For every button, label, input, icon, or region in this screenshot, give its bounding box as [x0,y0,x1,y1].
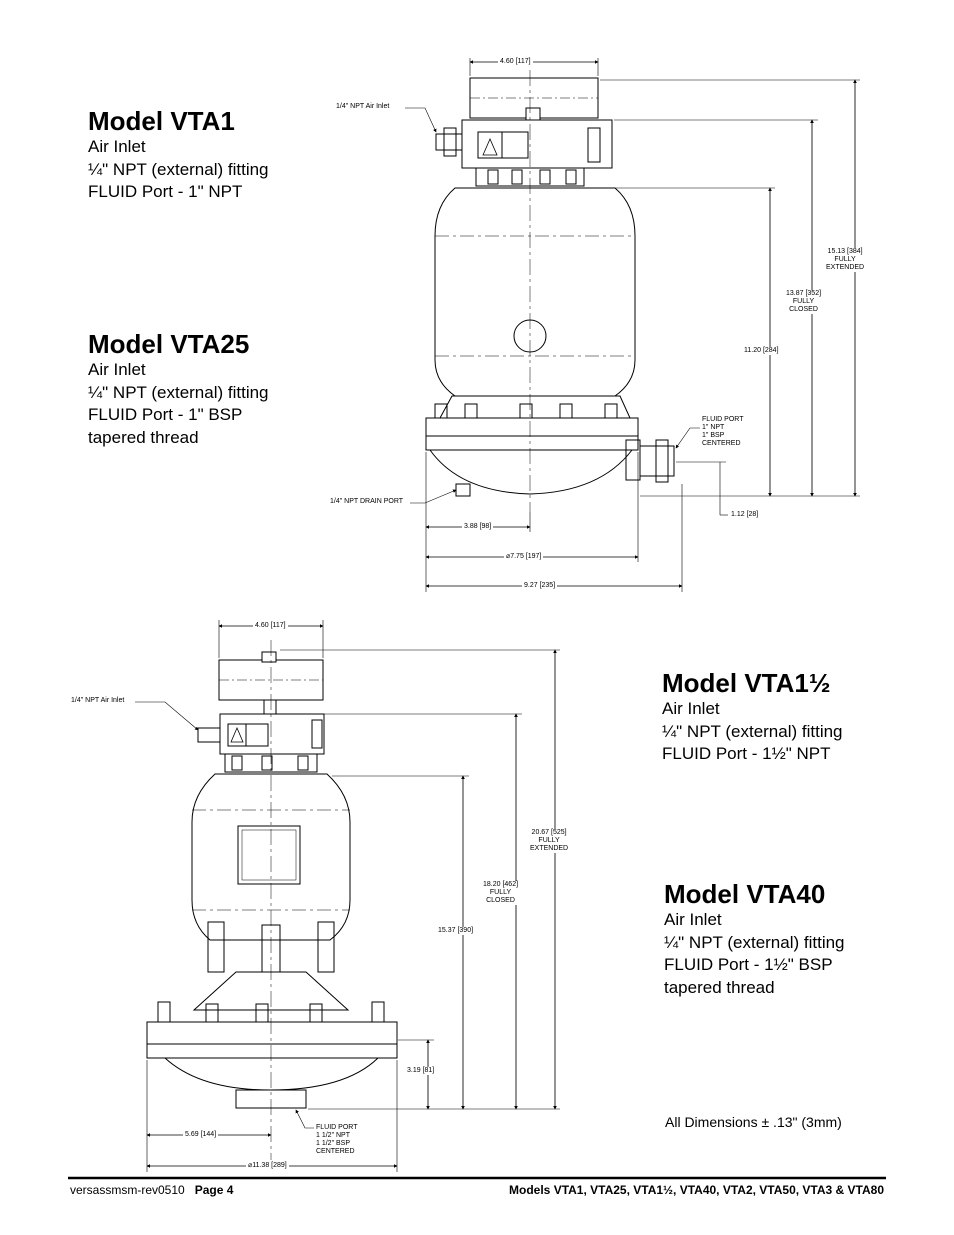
bottom-air-inlet-label: 1/4" NPT Air Inlet [71,697,125,704]
top-fully-extended-line-3: EXTENDED [826,264,865,271]
model-vta25-block: Model VTA25 Air Inlet ¼" NPT (external) … [88,329,269,449]
model-vta25-line-1: Air Inlet [88,360,146,379]
model-vta1-5-block: Model VTA1½ Air Inlet ¼" NPT (external) … [662,668,843,766]
top-fully-closed-line-2: FULLY [792,298,815,305]
top-air-inlet-label: 1/4" NPT Air Inlet [336,103,390,110]
footer-doc-id: versassmsm-rev0510 [70,1183,185,1197]
top-fully-extended-value: 15.13 [384] [827,248,863,255]
model-vta40-line-4: tapered thread [664,977,775,997]
top-fully-closed-label: 13.87 [352] FULLY CLOSED [786,290,822,314]
bottom-fully-closed-label: 18.20 [462] FULLY CLOSED [483,881,519,905]
model-vta25-title: Model VTA25 [88,329,250,359]
bottom-fully-extended-value: 20.67 [525] [531,829,567,836]
drawing-bottom-vta1-5-vta40 [135,620,560,1172]
model-vta1-5-title: Model VTA1½ [662,668,831,698]
bottom-diameter-label: ⌀11.38 [289] [246,1162,289,1170]
footer-page-number: Page 4 [194,1183,234,1197]
bottom-port-height-label: 3.19 [81] [407,1067,435,1075]
tolerance-note: All Dimensions ± .13" (3mm) [665,1114,842,1130]
model-vta40-title: Model VTA40 [664,879,826,909]
top-fluid-port-line-4: CENTERED [702,440,741,447]
top-fluid-port-label: FLUID PORT 1" NPT 1" BSP CENTERED [702,416,744,448]
top-diameter-label: ⌀7.75 [197] [504,553,544,561]
top-width-label: 4.60 [117] [498,58,533,66]
drawing-top-vta1-vta25 [405,58,860,592]
top-fully-extended-label: 15.13 [384] FULLY EXTENDED [826,248,865,272]
bottom-fluid-port-line-3: 1 1/2" BSP [316,1140,351,1147]
bottom-fully-extended-label: 20.67 [525] FULLY EXTENDED [530,829,569,853]
model-vta25-line-3: FLUID Port - 1" BSP [88,405,243,424]
model-vta40-line-3: FLUID Port - 1½" BSP [664,955,833,974]
bottom-fully-extended-line-2: FULLY [538,837,560,844]
model-vta1-line-1: Air Inlet [88,137,146,156]
footer-models: Models VTA1, VTA25, VTA1½, VTA40, VTA2, … [509,1183,884,1197]
model-vta1-line-2: ¼" NPT (external) fitting [88,159,269,179]
bottom-fully-closed-line-2: FULLY [489,889,512,896]
bottom-fully-extended-line-3: EXTENDED [530,845,569,852]
bottom-fluid-port-label: FLUID PORT 1 1/2" NPT 1 1/2" BSP CENTERE… [316,1124,358,1156]
bottom-center-label: 5.69 [144] [183,1131,219,1139]
bottom-height-label: 15.37 [390] [438,927,474,935]
top-port-height-label: 1.12 [28] [731,511,759,518]
model-vta1-title: Model VTA1 [88,106,235,136]
model-vta1-line-3: FLUID Port - 1" NPT [88,182,243,201]
model-vta1-5-line-1: Air Inlet [662,699,720,718]
top-center-label: 3.88 [98] [462,523,494,531]
bottom-fluid-port-line-4: CENTERED [316,1148,355,1155]
bottom-fully-closed-line-3: CLOSED [486,897,515,904]
model-vta1-5-line-2: ¼" NPT (external) fitting [662,721,843,741]
model-vta40-block: Model VTA40 Air Inlet ¼" NPT (external) … [664,879,845,999]
bottom-fluid-port-line-2: 1 1/2" NPT [316,1132,350,1139]
model-vta25-line-2: ¼" NPT (external) fitting [88,382,269,402]
top-height-label: 11.20 [284] [744,347,779,355]
top-fluid-port-line-3: 1" BSP [702,432,725,439]
top-drain-port-label: 1/4" NPT DRAIN PORT [330,498,404,505]
footer-left: versassmsm-rev0510 Page 4 [70,1183,233,1197]
top-fluid-port-line-1: FLUID PORT [702,416,744,423]
top-fully-closed-value: 13.87 [352] [786,290,822,297]
model-vta40-line-2: ¼" NPT (external) fitting [664,932,845,952]
bottom-width-label: 4.60 [117] [253,622,288,630]
model-vta40-line-1: Air Inlet [664,910,722,929]
top-overall-label: 9.27 [235] [522,582,558,590]
model-vta1-block: Model VTA1 Air Inlet ¼" NPT (external) f… [88,106,269,204]
top-fluid-port-line-2: 1" NPT [702,424,725,431]
model-vta1-5-line-3: FLUID Port - 1½" NPT [662,744,831,763]
top-fully-extended-line-2: FULLY [834,256,856,263]
top-fully-closed-line-3: CLOSED [789,306,818,313]
bottom-fluid-port-line-1: FLUID PORT [316,1124,358,1131]
model-vta25-line-4: tapered thread [88,427,199,447]
bottom-fully-closed-value: 18.20 [462] [483,881,519,888]
